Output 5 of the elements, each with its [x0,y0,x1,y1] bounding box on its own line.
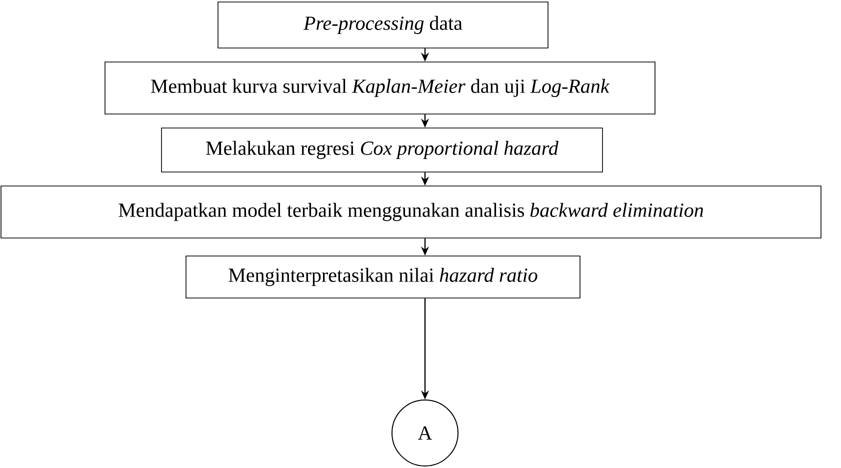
process-box: Membuat kurva survival Kaplan-Meier dan uji Log-Rank [104,62,656,114]
process-box: Melakukan regresi Cox proportional hazard [161,128,603,172]
process-box: Menginterpretasikan nilai hazard ratio [186,256,580,298]
process-box: Pre-processing data [218,2,548,48]
process-box: Mendapatkan model terbaik menggunakan analisis backward elimination [0,186,822,238]
